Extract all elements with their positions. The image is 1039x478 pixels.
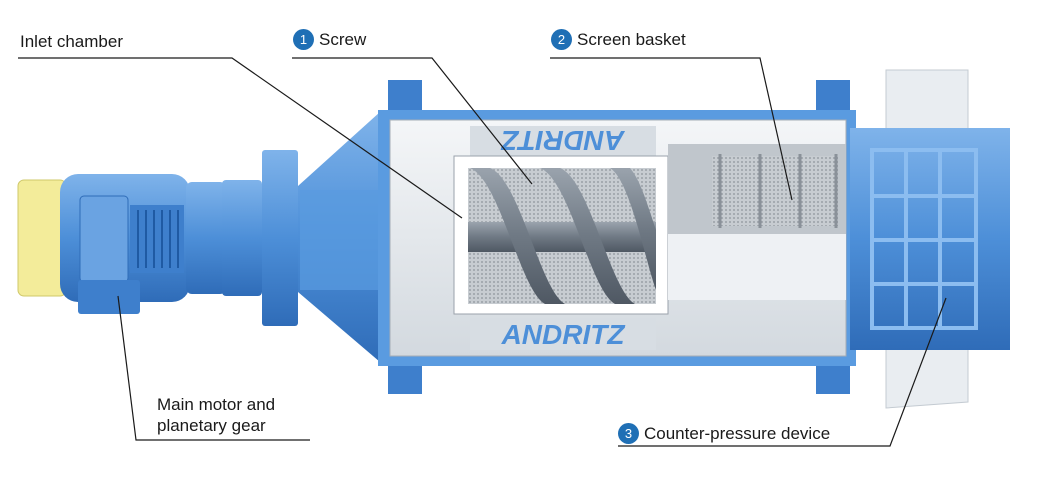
label-counter-pressure: 3 Counter-pressure device xyxy=(618,423,830,444)
label-main-motor-line2: planetary gear xyxy=(157,416,266,435)
leader-lines xyxy=(18,57,947,447)
label-screw: 1 Screw xyxy=(293,29,366,50)
label-screen-basket: 2 Screen basket xyxy=(551,29,686,50)
leader-screen-basket xyxy=(550,57,793,201)
inlet-chamber xyxy=(298,112,380,362)
label-screen-basket-text: Screen basket xyxy=(577,30,686,49)
label-main-motor: Main motor and planetary gear xyxy=(157,394,327,436)
screen-basket xyxy=(668,144,846,300)
label-inlet-chamber-text: Inlet chamber xyxy=(20,32,123,51)
motor-end-cap xyxy=(17,179,67,297)
screw-window xyxy=(453,155,669,315)
label-inlet-chamber: Inlet chamber xyxy=(20,31,123,52)
label-counter-pressure-text: Counter-pressure device xyxy=(644,424,831,443)
main-motor xyxy=(60,174,190,314)
callout-number-1: 1 xyxy=(293,29,314,50)
andritz-logo-bottom: ANDRITZ xyxy=(470,318,656,350)
leader-inlet-chamber xyxy=(18,57,463,219)
planetary-gear xyxy=(186,150,298,326)
callout-number-2: 2 xyxy=(551,29,572,50)
counter-pressure-device xyxy=(850,69,1010,409)
label-main-motor-line1: Main motor and xyxy=(157,395,276,414)
callout-number-3: 3 xyxy=(618,423,639,444)
svg-text:ANDRITZ: ANDRITZ xyxy=(501,319,626,350)
leader-screw xyxy=(292,57,533,185)
svg-text:ANDRITZ: ANDRITZ xyxy=(501,125,626,156)
leader-main-motor xyxy=(117,295,310,441)
andritz-logo-top: ANDRITZ xyxy=(470,125,656,156)
leader-counter-pressure xyxy=(618,297,947,447)
label-screw-text: Screw xyxy=(319,30,367,49)
